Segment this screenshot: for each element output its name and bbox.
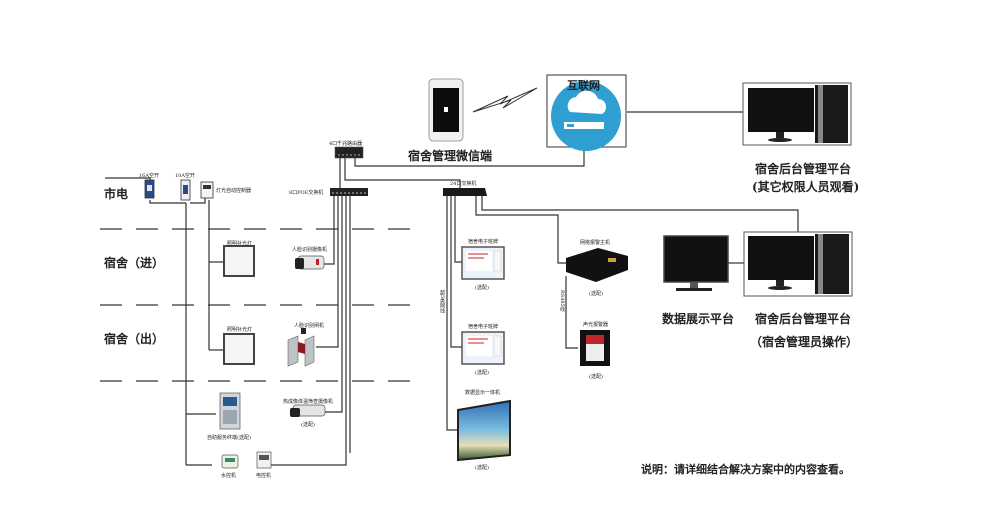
light-controller-icon [200,181,214,199]
data-display-label: 数据展示平台 [662,312,735,326]
backend-bottom-subtitle: （宿舍管理员操作） [750,335,859,349]
breaker-link [149,200,186,204]
router-icon [334,146,364,159]
poe-switch-label: 8口POE交换机 [289,190,324,196]
cable-label: 超5类网线 [439,290,445,314]
breaker-10a-icon [180,179,191,201]
switch-24-label: 24口交换机 [450,181,477,187]
fill-light-out-icon [223,333,255,365]
breaker-16a-label: 16A空开 [139,173,159,179]
switch-24-icon [443,188,487,196]
siren-label: 声光报警器 [583,322,609,328]
display-all-in-one-icon [457,399,511,462]
thermal-optional-label: (选配) [301,422,315,428]
poe-kiosk-link [270,196,347,466]
power-meter-label: 电控机 [256,473,272,479]
eboard-2-label: 宿舍电子班牌 [468,324,499,330]
water-meter-label: 水控机 [221,473,237,479]
fill-light-in-label: 照明补光灯 [227,241,253,247]
breaker-10a-label: 10A空开 [175,173,195,179]
zone-separators [100,228,420,382]
fill-light-out-label: 照明补光灯 [227,327,253,333]
power-meter-icon [256,451,272,469]
poe-thermal-link [325,196,343,413]
eboard-1-label: 宿舍电子班牌 [468,239,499,245]
alarm-host-icon [566,248,628,282]
zone-label-dorm-in: 宿舍（进） [104,256,165,270]
face-camera-icon [295,255,325,270]
router-switch24-link [344,158,461,188]
backend-top-title: 宿舍后台管理平台 [755,162,852,176]
backend-top-computer-icon [742,82,852,146]
eboard-1-optional-label: (选配) [475,285,489,291]
siren-optional-label: (选配) [589,374,603,380]
fill-light-in-icon [223,245,255,277]
display-all-in-one-label: 数据显示一体机 [465,390,501,396]
backend-bottom-title: 宿舍后台管理平台 [755,312,852,326]
display-all-in-one-optional-label: (选配) [475,465,489,471]
alarm-host-optional-label: (选配) [589,291,603,297]
light-controller-label: 灯光自动控制器 [216,188,252,194]
sw-backend-link [481,196,799,232]
phone-icon [428,78,464,142]
wechat-label: 宿舍管理微信端 [408,149,493,163]
poe-face-gate-link [316,196,339,348]
sw-eboard2-link [450,196,462,348]
thermal-camera-label: 热成像体温筛查摄像机 [283,399,334,405]
siren-icon [580,330,610,366]
backend-top-subtitle: (其它权限人员观看) [752,180,860,194]
eboard-2-icon [461,331,505,365]
wireless-signal-icon [472,87,538,113]
face-gate-label: 人脸识别闸机 [294,323,325,329]
rs485-label: RS485线 [559,290,565,312]
connection-lines [105,111,799,466]
poe-face-camera-link [322,196,335,265]
backend-bottom-computer-icon [743,231,853,297]
data-display-monitor-icon [663,235,729,291]
footnote: 说明：请详细结合解决方案中的内容查看。 [641,463,850,476]
eboard-1-icon [461,246,505,280]
water-meter-icon [221,454,239,469]
kiosk-icon [219,392,241,430]
kiosk-label: 自助服务终端(选配) [207,435,251,441]
zone-label-dorm-out: 宿舍（出） [104,332,165,346]
sw-display-link [446,196,458,431]
router-cloud-link [354,148,585,167]
breaker-16a-icon [144,179,155,199]
zone-label-mains: 市电 [104,187,129,201]
thermal-camera-icon [290,404,326,417]
eboard-2-optional-label: (选配) [475,370,489,376]
internet-label: 互联网 [567,79,600,92]
face-gate-icon [287,328,315,367]
router-label: 4口千兆路由器 [329,141,363,147]
sw-alarm-link [475,196,566,264]
poe-switch-icon [330,188,368,196]
face-camera-label: 人脸识别摄像机 [292,247,328,253]
alarm-siren-link [565,276,578,349]
internet-cloud-icon [546,74,627,151]
breaker-controller-link [190,198,206,204]
sw-eboard1-link [454,196,462,263]
alarm-host-label: 网络报警主机 [580,240,611,246]
